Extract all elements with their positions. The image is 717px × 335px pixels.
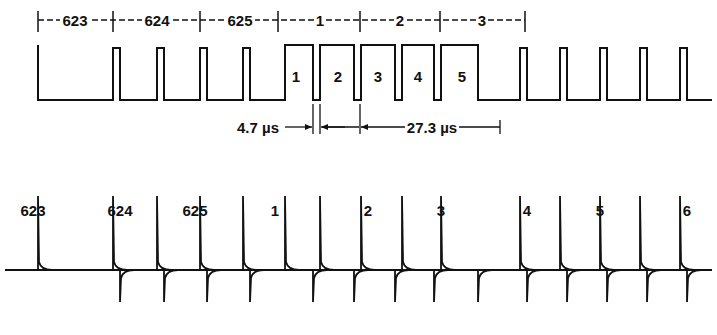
spike xyxy=(527,270,541,302)
line-number: 4 xyxy=(521,203,533,218)
line-number: 1 xyxy=(314,13,326,28)
line-number: 6 xyxy=(681,203,693,218)
spike xyxy=(680,196,694,270)
line-bracket xyxy=(38,11,525,32)
spike xyxy=(520,196,534,270)
spike xyxy=(560,196,574,270)
line-number: 5 xyxy=(594,203,606,218)
pulse-number: 4 xyxy=(412,69,424,84)
spike xyxy=(120,270,134,302)
pulse-number: 3 xyxy=(372,69,384,84)
pulse-number: 1 xyxy=(290,69,302,84)
line-number: 623 xyxy=(60,13,89,28)
spike xyxy=(207,270,221,302)
spike xyxy=(243,196,257,270)
spike xyxy=(567,270,581,302)
spike xyxy=(395,270,409,302)
spike-train xyxy=(38,196,701,302)
line-number: 624 xyxy=(142,13,171,28)
spike xyxy=(361,196,375,270)
dimension-label: 27.3 µs xyxy=(405,120,459,135)
sync-waveform xyxy=(38,45,712,100)
spike xyxy=(320,196,334,270)
spike xyxy=(607,270,621,302)
dimension-label: 4.7 µs xyxy=(235,120,281,135)
line-number: 2 xyxy=(394,13,406,28)
line-number: 3 xyxy=(476,13,488,28)
spike xyxy=(478,270,492,302)
pulse-number: 5 xyxy=(456,69,468,84)
dimension-lines xyxy=(285,104,500,134)
spike xyxy=(250,270,264,302)
spike xyxy=(640,196,654,270)
spike xyxy=(354,270,368,302)
pulse-number: 2 xyxy=(332,69,344,84)
spike xyxy=(647,270,661,302)
line-number: 2 xyxy=(362,203,374,218)
spike xyxy=(687,270,701,302)
spike xyxy=(157,196,171,270)
spike xyxy=(434,270,448,302)
line-number: 623 xyxy=(18,203,47,218)
line-number: 1 xyxy=(269,203,281,218)
spike xyxy=(313,270,327,302)
spike xyxy=(164,270,178,302)
line-number: 625 xyxy=(180,203,209,218)
line-number: 625 xyxy=(225,13,254,28)
line-number: 3 xyxy=(435,203,447,218)
spike xyxy=(402,196,416,270)
spike xyxy=(285,196,299,270)
line-number: 624 xyxy=(105,203,134,218)
